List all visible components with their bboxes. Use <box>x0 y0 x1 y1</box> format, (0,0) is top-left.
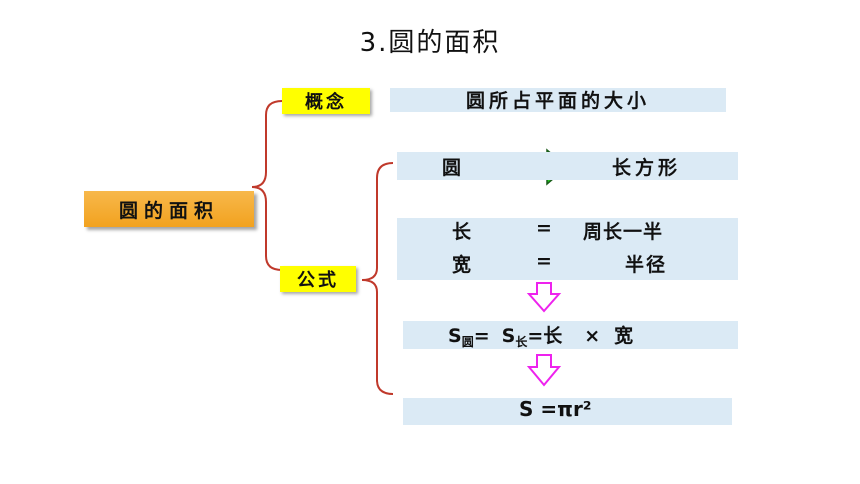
formula-brace <box>361 162 394 395</box>
down-arrow-icon <box>526 282 562 313</box>
equivalence-right: 周长一半 <box>583 221 664 243</box>
concept-tag: 概念 <box>282 88 370 114</box>
area-subscript: 圆 <box>461 335 474 349</box>
area-symbol: S <box>501 325 516 347</box>
equivalence-sign: = <box>536 217 552 239</box>
equivalence-left: 宽 <box>452 254 472 276</box>
width-term: 宽 <box>614 325 634 347</box>
concept-definition: 圆所占平面的大小 <box>465 90 650 112</box>
times-sign: × <box>584 325 601 347</box>
equivalence-band <box>397 218 738 280</box>
conversion-to: 长方形 <box>612 157 682 179</box>
equals-sign: = <box>473 325 490 347</box>
main-brace <box>251 100 283 271</box>
equivalence-right: 半径 <box>625 254 668 276</box>
conversion-band <box>397 152 738 180</box>
final-formula: S =πr² <box>519 397 592 421</box>
down-arrow-icon <box>526 354 562 387</box>
length-term: =长 <box>527 325 563 347</box>
definition-band <box>390 88 726 112</box>
area-symbol: S <box>448 325 462 347</box>
conversion-from: 圆 <box>442 157 462 179</box>
root-node: 圆的面积 <box>84 191 254 227</box>
page-title: 3.圆的面积 <box>359 28 501 58</box>
formula-tag: 公式 <box>280 266 356 292</box>
area-relation-band <box>403 321 738 349</box>
area-relation: S 圆 = S 长 =长 × 宽 <box>448 321 634 349</box>
area-subscript: 长 <box>515 335 528 349</box>
equivalence-sign: = <box>536 250 552 272</box>
equivalence-left: 长 <box>452 221 472 243</box>
final-formula-band <box>403 398 732 425</box>
